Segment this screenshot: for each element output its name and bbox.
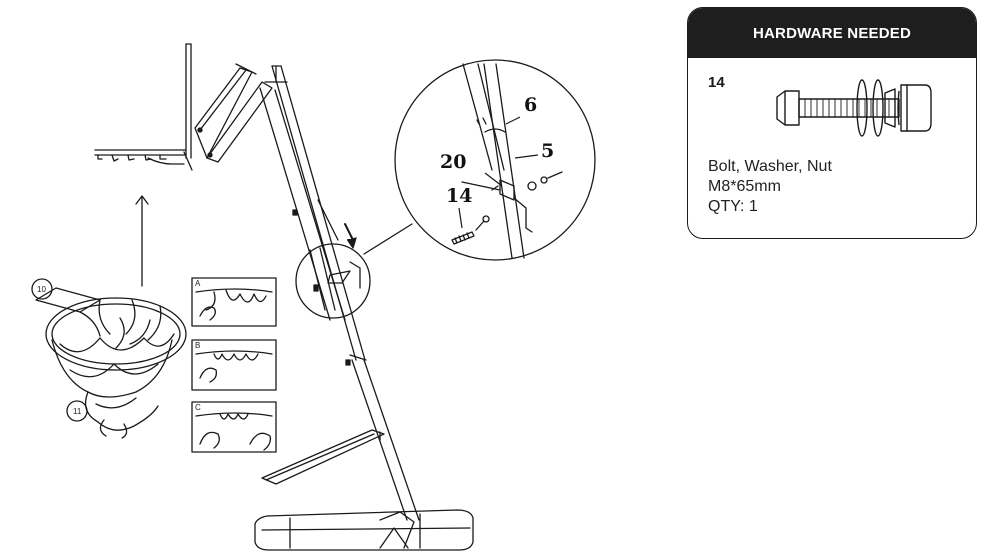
hardware-header: HARDWARE NEEDED [688, 8, 976, 58]
net-step-a-label: A [195, 279, 201, 288]
hardware-desc-line2: M8*65mm [708, 178, 781, 195]
detail-circle-large [394, 59, 596, 261]
net-step-panels [191, 277, 277, 453]
callout-bolt: 14 [446, 185, 472, 207]
detail-circle-small [295, 243, 371, 319]
net-part-label: 11 [73, 407, 82, 416]
hardware-quantity: QTY: 1 [708, 198, 758, 215]
backboard-assembly [94, 43, 273, 171]
rim-and-net [31, 278, 187, 439]
hardware-description: Bolt, Washer, Nut M8*65mm QTY: 1 [708, 157, 832, 217]
net-step-b-label: B [195, 341, 200, 350]
callout-tube-upper: 6 [524, 94, 537, 116]
hardware-part-number: 14 [708, 74, 725, 91]
callout-tube-lower: 5 [541, 140, 554, 162]
net-step-c-label: C [195, 403, 201, 412]
hardware-needed-card: HARDWARE NEEDED 14 Bolt, Washer, Nut M8*… [687, 7, 977, 239]
main-pole [259, 65, 420, 521]
rim-bracket-part-label: 10 [37, 285, 46, 294]
detail-connector-line [363, 223, 413, 255]
callout-bracket: 20 [440, 151, 466, 173]
assembly-arrow [135, 195, 149, 287]
weighted-base [254, 429, 474, 551]
bolt-washer-nut-icon [776, 79, 932, 137]
hardware-desc-line1: Bolt, Washer, Nut [708, 158, 832, 175]
